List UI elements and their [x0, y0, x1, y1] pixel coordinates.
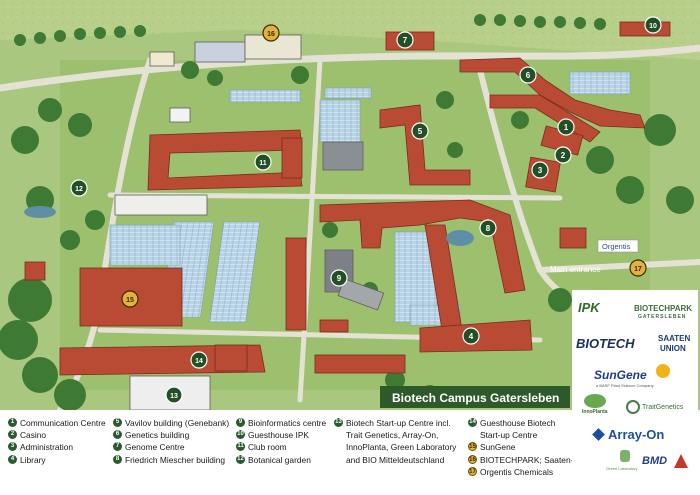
map-marker-8: 8 [479, 219, 497, 237]
svg-text:10: 10 [649, 23, 657, 30]
svg-text:4: 4 [469, 332, 474, 341]
tree-row-north [14, 14, 606, 46]
green-laboratory-icon [620, 450, 630, 462]
legend-item-13-line-3: InnoPlanta, Green Laboratory [346, 442, 457, 453]
northern-fields [0, 0, 700, 60]
svg-text:7: 7 [403, 36, 408, 45]
basf-tagline: a BASF Plant Science Company [596, 383, 654, 388]
svg-text:2: 2 [561, 151, 566, 160]
svg-text:8: 8 [486, 224, 491, 233]
map-marker-16: 16 [262, 24, 280, 42]
svg-text:3: 3 [538, 166, 543, 175]
map-marker-14: 14 [190, 351, 208, 369]
array-on-logo: Array-On [608, 427, 665, 442]
svg-text:Orgentis: Orgentis [602, 242, 631, 251]
union-logo: UNION [660, 344, 686, 353]
map-title: Biotech Campus Gatersleben [392, 391, 559, 405]
partner-logos: IPK BIOTECHPARK GATERSLEBEN BIOTECH SAAT… [572, 290, 698, 490]
array-on-diamond-icon [592, 428, 605, 441]
green-laboratory-logo: Green Laboratory [606, 466, 638, 471]
traitgenetics-logo: TraitGenetics [642, 404, 684, 411]
traitgenetics-emblem-icon [626, 400, 640, 414]
map-marker-2: 2 [554, 146, 572, 164]
svg-text:13: 13 [170, 393, 178, 400]
svg-text:12: 12 [75, 186, 83, 193]
svg-text:9: 9 [337, 274, 342, 283]
svg-text:6: 6 [526, 71, 531, 80]
campus-map: Biotech Campus Gatersleben Main entrance… [0, 0, 700, 410]
map-marker-17: 17 [629, 259, 647, 277]
title-plate: Biotech Campus Gatersleben [380, 386, 570, 408]
map-marker-1: 1 [557, 118, 575, 136]
svg-text:16: 16 [267, 31, 275, 38]
map-marker-3: 3 [531, 161, 549, 179]
innoplanta-logo: InnoPlanta [582, 409, 608, 415]
map-marker-7: 7 [396, 31, 414, 49]
bmd-emblem-icon [674, 454, 688, 468]
svg-text:14: 14 [195, 358, 203, 365]
legend-item-13-line-4: and BIO Mitteldeutschland [346, 454, 445, 465]
bmd-logo: BMD [642, 455, 668, 467]
sungene-logo: SunGene [594, 368, 647, 382]
map-marker-6: 6 [519, 66, 537, 84]
svg-text:15: 15 [126, 297, 134, 304]
legend-item-13-line-2: Trait Genetics, Array-On, [346, 430, 439, 441]
map-marker-12: 12 [70, 179, 88, 197]
main-entrance-label: Main entrance [550, 265, 601, 274]
svg-text:1: 1 [564, 123, 569, 132]
ipk-logo: IPK [578, 300, 600, 315]
svg-text:11: 11 [259, 160, 267, 167]
biotech-logo: BIOTECH [576, 336, 635, 351]
map-marker-4: 4 [462, 327, 480, 345]
orgentis-sign: Orgentis [597, 239, 639, 253]
sun-icon [656, 364, 670, 378]
map-marker-9: 9 [330, 269, 348, 287]
legend-item-14-line-2: Start-up Centre [480, 430, 538, 441]
biotechpark-logo: BIOTECHPARK [634, 304, 693, 313]
map-marker-11: 11 [254, 153, 272, 171]
innoplanta-leaf-icon [584, 394, 606, 408]
svg-text:17: 17 [634, 266, 642, 273]
buildings [24, 21, 671, 376]
svg-text:5: 5 [418, 127, 423, 136]
map-marker-10: 10 [644, 16, 662, 34]
map-marker-13: 13 [165, 386, 183, 404]
map-marker-15: 15 [121, 290, 139, 308]
greenhouses [109, 71, 631, 326]
saaten-logo: SAATEN [658, 334, 691, 343]
gatersleben-logo-text: GATERSLEBEN [638, 314, 687, 320]
map-marker-5: 5 [411, 122, 429, 140]
ponds [24, 206, 474, 246]
